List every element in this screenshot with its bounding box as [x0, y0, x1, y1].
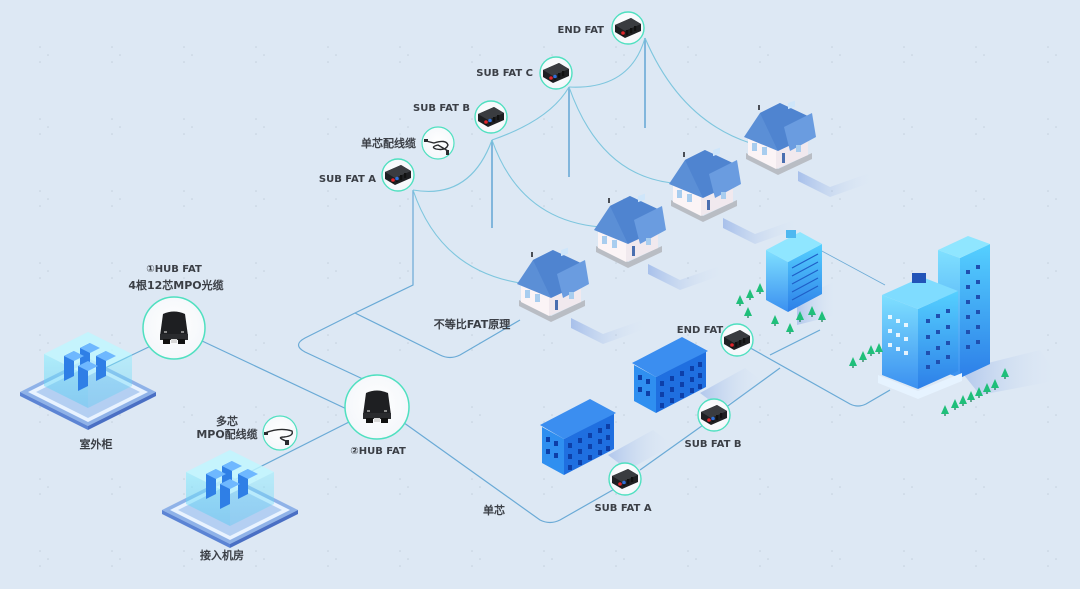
- tree-sub-fat-b-node[interactable]: [474, 100, 508, 134]
- drop-cables: [412, 37, 751, 284]
- single-core-label: 单芯: [483, 504, 505, 517]
- blue-port-icon: [553, 74, 557, 79]
- red-port-icon: [618, 482, 622, 486]
- hub-fat-1-cable-label: 4根12芯MPO光缆: [128, 279, 224, 292]
- principle-title: 不等比FAT原理: [433, 318, 511, 331]
- mdu-sub-fat-b-label: SUB FAT B: [684, 439, 742, 450]
- multi-core-label-line1: 多芯: [216, 415, 238, 428]
- office-tower-icon: [766, 230, 837, 325]
- tree-sub-fat-a-label: SUB FAT A: [318, 174, 376, 185]
- cable-hub2-to-mdu: [399, 419, 626, 524]
- hub-fat-1-node[interactable]: [142, 296, 206, 360]
- red-port-icon: [484, 120, 488, 124]
- tree-sub-fat-c-node[interactable]: [539, 56, 573, 90]
- cable-tree-branch: [354, 312, 521, 359]
- outdoor-cabinet-label: 室外柜: [79, 438, 113, 451]
- mdu-end-fat-node[interactable]: [720, 323, 754, 357]
- red-port-icon: [707, 418, 711, 422]
- red-port-icon: [549, 76, 553, 80]
- tree-sub-fat-c-label: SUB FAT C: [476, 68, 533, 79]
- tree-sub-fat-a-node[interactable]: [381, 158, 415, 192]
- apartment-building-icon: [540, 399, 673, 475]
- hub-fat-2-node[interactable]: [344, 374, 410, 440]
- mdu-end-fat-label: END FAT: [676, 325, 724, 336]
- cable-mdu-subA-to-subB: [639, 417, 714, 471]
- tree-sub-fat-b-label: SUB FAT B: [413, 103, 470, 114]
- cable-office-to-tower: [819, 249, 886, 286]
- cable-end-to-office: [769, 329, 821, 356]
- blue-port-icon: [622, 480, 626, 485]
- red-port-icon: [621, 31, 625, 35]
- fat-nodes: [381, 11, 754, 496]
- access-room-label: 接入机房: [200, 549, 244, 562]
- office-tower-icon: [878, 273, 962, 399]
- apartment-building-icon: [632, 337, 765, 413]
- red-port-icon: [730, 343, 734, 347]
- blue-port-icon: [488, 118, 492, 123]
- riser-lines: [491, 38, 646, 228]
- office-tower-icon: [938, 236, 1060, 395]
- blue-port-icon: [395, 176, 399, 181]
- single-core-cable-label: 单芯配线缆: [361, 137, 416, 150]
- hub-fat-closure-icon: [160, 311, 188, 344]
- single-core-cable-node[interactable]: [421, 126, 455, 160]
- red-port-icon: [391, 178, 395, 182]
- multi-core-cable-node[interactable]: [262, 415, 298, 451]
- mdu-sub-fat-a-node[interactable]: [608, 462, 642, 496]
- cable-hub2-to-tree: [297, 190, 414, 381]
- patch-cable-icon: [264, 428, 294, 445]
- tree-end-fat-label: END FAT: [557, 25, 604, 36]
- mdu-sub-fat-b-node[interactable]: [697, 398, 731, 432]
- cable-hub1-to-hub2: [199, 339, 354, 413]
- hub-fat-closure-icon: [363, 390, 391, 423]
- mdu-sub-fat-a-label: SUB FAT A: [594, 503, 652, 514]
- cable-end-to-tower: [744, 344, 891, 407]
- blue-port-icon: [711, 416, 715, 421]
- tree-end-fat-node[interactable]: [611, 11, 645, 45]
- hub-fat-2-label: ②HUB FAT: [350, 446, 406, 457]
- hub-fat-1-label: ①HUB FAT: [146, 264, 202, 275]
- patch-cable-icon: [424, 139, 449, 155]
- multi-core-label-line2: MPO配线缆: [196, 428, 258, 441]
